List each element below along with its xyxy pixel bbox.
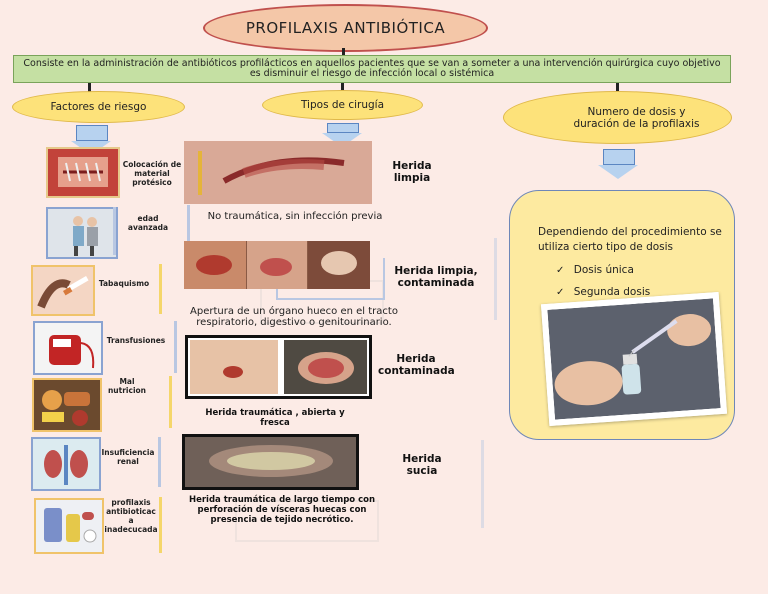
- definition-text: Consiste en la administración de antibió…: [23, 58, 721, 79]
- wound-description: Apertura de un órgano hueco en el tracto…: [190, 306, 398, 328]
- connector: [342, 48, 345, 56]
- category-risk-factors: Factores de riesgo: [12, 91, 185, 123]
- dirty-wound-photo: [182, 434, 359, 490]
- risk-factor-label: edad avanzada: [127, 214, 169, 232]
- cigarette-photo: [31, 265, 95, 316]
- wound-type-label: Herida limpia: [392, 160, 432, 184]
- dose-intro: Dependiendo del procedimiento se utiliza…: [538, 226, 722, 253]
- divider-bar: [481, 440, 484, 528]
- divider-bar: [187, 205, 190, 243]
- category-doses: Numero de dosis y duración de la profila…: [503, 91, 732, 144]
- risk-factor-label: Transfusiones: [106, 336, 166, 345]
- divider-bar: [159, 497, 162, 553]
- dose-item: ✓ Dosis única: [556, 264, 634, 276]
- clean-contaminated-photo: [184, 241, 370, 289]
- check-icon: ✓: [556, 287, 565, 298]
- wound-type-label: Herida limpia, contaminada: [394, 265, 478, 289]
- divider-bar: [169, 376, 172, 428]
- page-title: PROFILAXIS ANTIBIÓTICA: [203, 4, 488, 52]
- divider-bar: [174, 321, 177, 373]
- elderly-photo: [46, 207, 118, 259]
- definition-box: Consiste en la administración de antibió…: [13, 55, 731, 83]
- risk-factor-label: Tabaquismo: [98, 279, 150, 288]
- wound-description: No traumática, sin infección previa: [207, 211, 383, 222]
- kidney-photo: [31, 437, 101, 491]
- connector: [341, 83, 344, 91]
- dose-item: ✓ Segunda dosis: [556, 286, 651, 298]
- connector: [88, 83, 91, 92]
- category-surgery-types: Tipos de cirugía: [262, 90, 423, 120]
- divider-bar: [158, 437, 161, 487]
- wound-type-label: Herida contaminada: [378, 353, 455, 377]
- blood-bag-photo: [33, 321, 103, 375]
- risk-factor-label: Insuficiencia renal: [101, 448, 155, 466]
- surgery-implant-photo: [46, 147, 120, 198]
- down-arrow-icon: [598, 149, 638, 179]
- check-icon: ✓: [556, 265, 565, 276]
- injection-photo: [540, 291, 728, 427]
- clean-wound-photo: [184, 141, 372, 204]
- contaminated-wound-photo: [185, 335, 372, 399]
- risk-factor-label: Mal nutricion: [107, 377, 147, 395]
- connector: [616, 83, 619, 92]
- risk-factor-label: profilaxis antibioticac a inadecucada: [104, 498, 158, 534]
- wound-description: Herida traumática de largo tiempo con pe…: [188, 495, 376, 525]
- divider-bar: [494, 238, 497, 320]
- risk-factor-label: Colocación de material protésico: [122, 160, 182, 187]
- decor-frame: [235, 500, 379, 542]
- pills-photo: [34, 498, 104, 554]
- divider-bar: [159, 264, 162, 314]
- junk-food-photo: [32, 378, 102, 432]
- divider-bar: [113, 207, 116, 255]
- wound-description: Herida traumática , abierta y fresca: [205, 408, 345, 428]
- wound-type-label: Herida sucia: [402, 453, 442, 477]
